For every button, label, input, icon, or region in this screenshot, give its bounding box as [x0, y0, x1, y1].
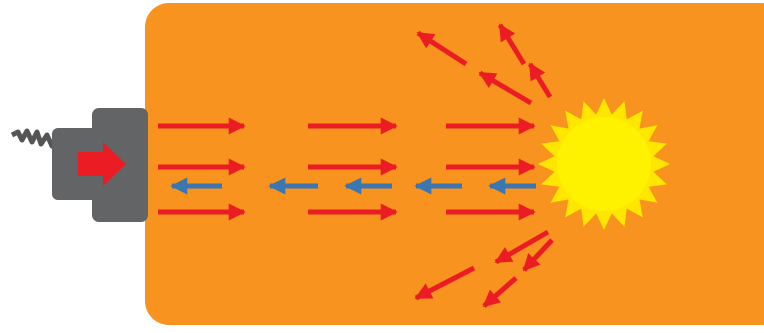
starburst-reflector-icon [538, 98, 670, 230]
scattered-wave-arrow [497, 23, 527, 66]
scattered-wave-arrow [522, 238, 554, 272]
cable-icon [10, 128, 58, 151]
scattered-wave-arrow [527, 62, 553, 99]
transducer-arrow [78, 142, 126, 186]
scattered-wave-arrow [414, 265, 476, 301]
transducer-icon [52, 108, 148, 222]
scattered-waves [414, 23, 554, 308]
scattered-wave-arrow [494, 229, 550, 265]
scattered-wave-arrow [416, 30, 468, 67]
medium-block [145, 3, 764, 325]
scattered-wave-arrow [478, 70, 533, 106]
scattered-wave-arrow [482, 276, 518, 308]
emitted-waves [158, 117, 536, 221]
